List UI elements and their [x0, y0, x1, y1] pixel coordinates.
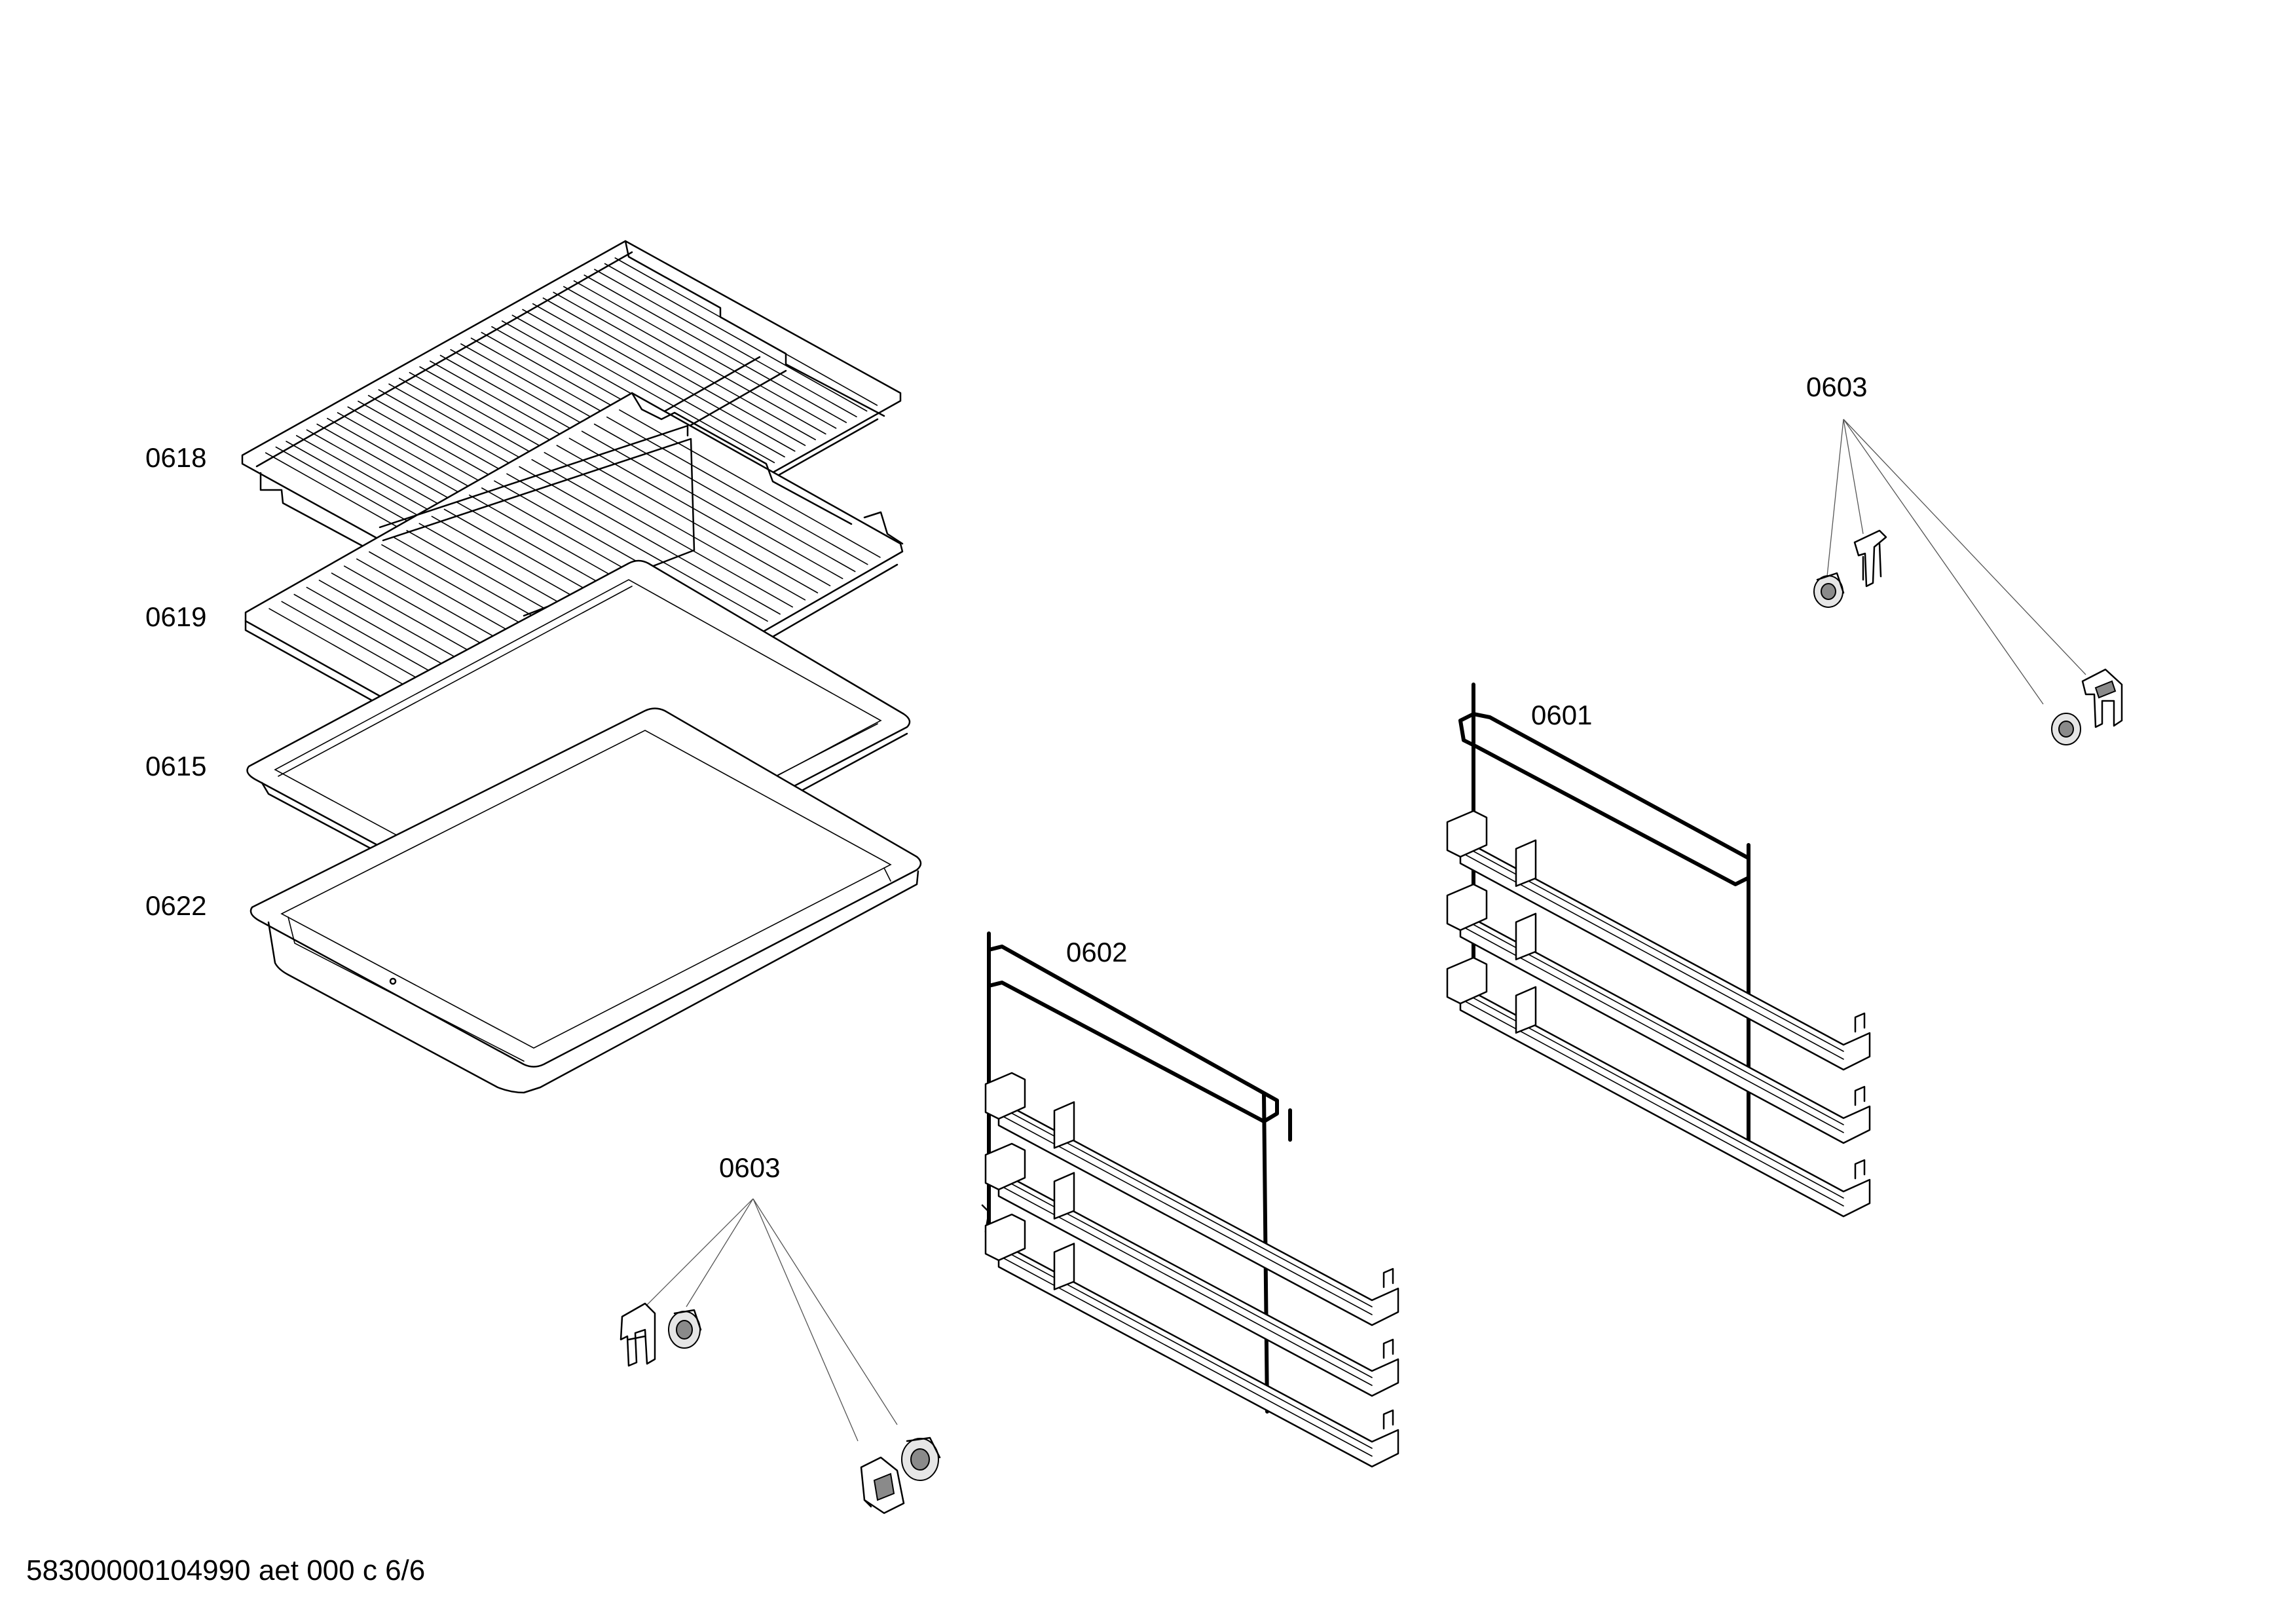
rail-segment: [1053, 1243, 1075, 1290]
clip-icon: [2081, 668, 2123, 728]
wire-line: [532, 303, 796, 452]
rail-segment: [1053, 1101, 1075, 1149]
wire-line: [522, 309, 785, 458]
deep-pan-0622: [250, 707, 922, 1094]
part-label: 0603: [719, 1152, 780, 1183]
rail-segment: [1459, 910, 1871, 1144]
wire-line: [606, 416, 868, 565]
shelf-rail-0601: [1446, 683, 1871, 1218]
clip-icon: [860, 1456, 905, 1514]
wire-line: [542, 297, 806, 446]
part-label: 0619: [145, 601, 206, 632]
bolt-icon: [1813, 572, 1845, 608]
rail-segment: [997, 1099, 1399, 1326]
rail-segment: [984, 1213, 1026, 1262]
wire-line: [568, 438, 831, 586]
rail-segment: [1854, 1012, 1866, 1033]
part-label: 0622: [145, 890, 206, 921]
rail-segment: [1446, 883, 1488, 931]
wire-line: [563, 286, 826, 435]
wire-line: [511, 314, 775, 464]
wire-line: [506, 473, 768, 622]
part-label: 0618: [145, 442, 206, 473]
fasteners-0603-right: [1813, 419, 2123, 745]
wire-line: [581, 430, 843, 580]
rail-segment: [984, 1072, 1026, 1120]
wire-line: [556, 445, 819, 593]
rail-segment: [1382, 1409, 1394, 1430]
wire-line: [604, 263, 868, 412]
rail-segment: [984, 1142, 1026, 1191]
wire-line: [544, 452, 806, 601]
bolt-icon: [668, 1309, 702, 1349]
part-label: 0615: [145, 751, 206, 781]
part-label: 0601: [1531, 700, 1592, 730]
clip-icon: [1853, 529, 1887, 588]
wire-line: [583, 274, 847, 423]
rail-segment: [1515, 986, 1537, 1034]
rail-segment: [1459, 837, 1871, 1071]
rail-segment: [1053, 1172, 1075, 1220]
rail-segment: [1515, 912, 1537, 961]
wire-line: [531, 459, 793, 608]
wire-line: [573, 280, 837, 429]
rail-segment: [1446, 810, 1488, 858]
clip-icon: [620, 1302, 656, 1367]
rail-segment: [1446, 956, 1488, 1005]
wire-line: [594, 269, 857, 418]
bolt-icon: [901, 1436, 941, 1481]
wire-line: [593, 423, 856, 572]
fasteners-0603-left: [620, 1198, 941, 1514]
rail-segment: [1515, 839, 1537, 888]
document-footer: 58300000104990 aet 000 c 6/6: [26, 1554, 425, 1586]
bolt-icon: [2051, 713, 2081, 745]
rail-segment: [1382, 1338, 1394, 1359]
rail-segment: [1854, 1159, 1866, 1180]
rail-segment: [1854, 1085, 1866, 1106]
part-label: 0602: [1066, 937, 1127, 967]
wire-line: [614, 257, 878, 406]
part-label: 0603: [1806, 371, 1867, 402]
rail-segment: [997, 1170, 1399, 1397]
shelf-rail-0602: [981, 931, 1399, 1468]
rail-segment: [1382, 1267, 1394, 1288]
wire-line: [519, 466, 781, 615]
wire-line: [553, 291, 816, 441]
rail-segment: [997, 1241, 1399, 1468]
rail-segment: [1459, 984, 1871, 1218]
